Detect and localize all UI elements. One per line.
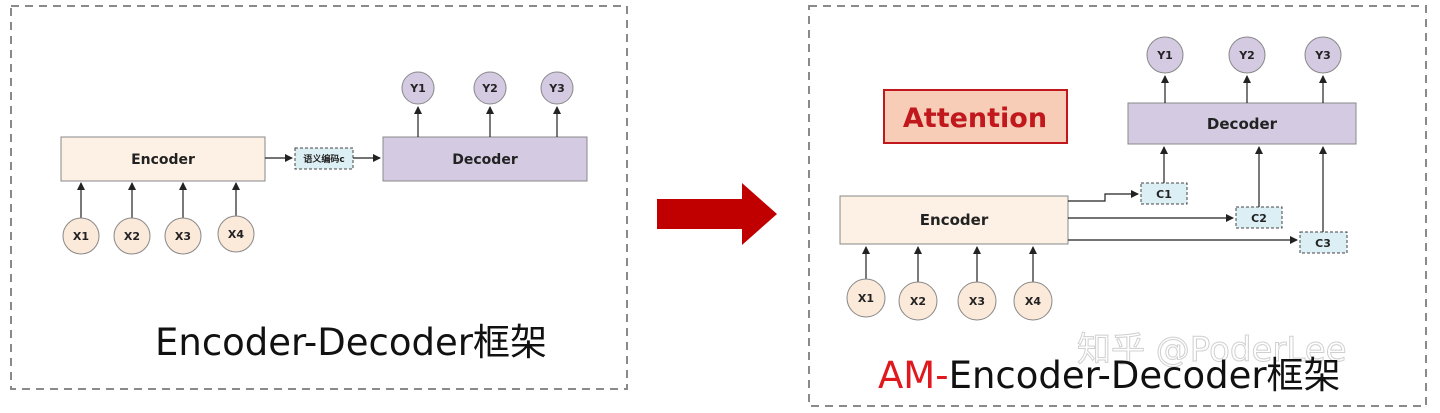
- input-circle: [217, 215, 255, 253]
- left-panel: Encoder 语义编码c Decoder Y1 Y2 Y3 X1 X2 X3 …: [10, 5, 628, 390]
- output-circle: [540, 71, 574, 105]
- input-circle: [846, 278, 886, 318]
- left-panel-border: [10, 5, 628, 390]
- context-label: C1: [1156, 188, 1172, 201]
- input-label: X1: [73, 230, 89, 243]
- input-label: X3: [969, 295, 985, 308]
- output-circle: [473, 71, 507, 105]
- decoder-box: [382, 136, 588, 182]
- input-label: X1: [858, 292, 874, 305]
- output-circle: [1228, 36, 1266, 74]
- right-panel: Attention Decoder Y1 Y2 Y3 Encoder C1 C2…: [808, 5, 1427, 407]
- decoder-label: Decoder: [452, 152, 518, 168]
- encoder-label: Encoder: [131, 152, 195, 168]
- output-circle: [1304, 36, 1342, 74]
- context-box: [1299, 231, 1348, 254]
- decoder-label: Decoder: [1207, 115, 1278, 133]
- input-label: X2: [910, 295, 926, 308]
- input-label: X2: [124, 230, 140, 243]
- watermark: 知乎 @PoderLee: [1077, 330, 1347, 370]
- input-circle: [898, 281, 938, 321]
- semantic-code-label: 语义编码c: [303, 153, 344, 165]
- input-circle: [164, 217, 202, 255]
- input-label: X4: [228, 228, 244, 241]
- encoder-box: [839, 195, 1069, 245]
- input-circle: [1013, 281, 1053, 321]
- encoder-to-c1-arrow: [1068, 190, 1139, 202]
- input-label: X3: [175, 230, 191, 243]
- big-transition-arrow: [657, 183, 777, 245]
- context-label: C2: [1251, 212, 1267, 225]
- right-caption-main: Encoder-Decoder框架: [949, 354, 1341, 397]
- input-circle: [62, 217, 100, 255]
- output-label: Y1: [1156, 49, 1173, 62]
- input-label: X4: [1025, 295, 1041, 308]
- output-circle: [1146, 36, 1184, 74]
- input-circle: [957, 281, 997, 321]
- output-label: Y2: [1238, 49, 1255, 62]
- output-label: Y1: [409, 82, 426, 95]
- attention-label: Attention: [903, 103, 1047, 134]
- output-circle: [401, 71, 435, 105]
- left-caption: Encoder-Decoder框架: [155, 321, 547, 364]
- encoder-box: [60, 136, 266, 182]
- output-label: Y2: [481, 82, 498, 95]
- decoder-box: [1127, 102, 1357, 145]
- output-label: Y3: [1314, 49, 1331, 62]
- right-caption-prefix: AM-: [878, 354, 949, 397]
- context-label: C3: [1315, 237, 1331, 250]
- encoder-label: Encoder: [920, 211, 989, 229]
- attention-box: [883, 89, 1068, 144]
- right-caption: AM-Encoder-Decoder框架: [878, 354, 1341, 397]
- right-panel-border: [808, 5, 1427, 407]
- output-label: Y3: [548, 82, 565, 95]
- input-circle: [113, 217, 151, 255]
- semantic-code-box: [294, 147, 354, 170]
